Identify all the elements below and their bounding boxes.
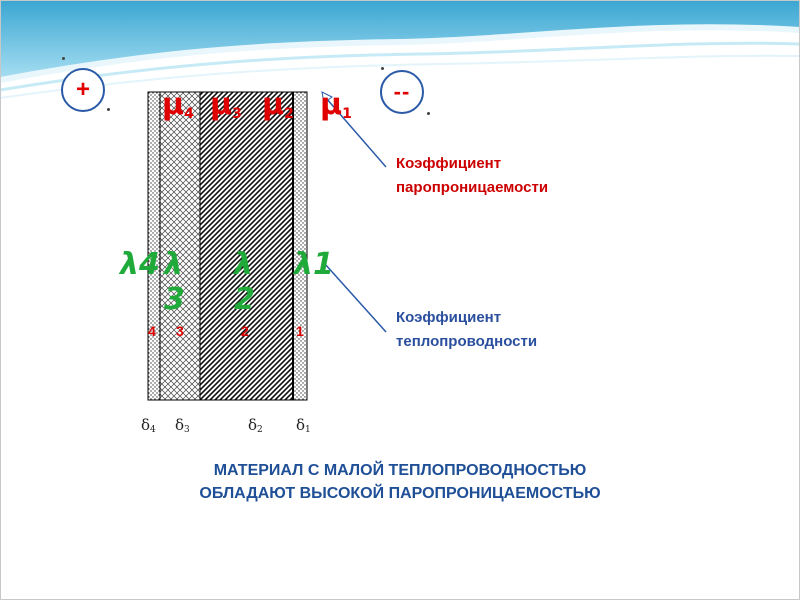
- minus-circle-icon: --: [380, 70, 424, 114]
- mu-2-label: μ2: [262, 87, 294, 122]
- vapor-permeability-label: Коэффициент паропроницаемости: [396, 155, 549, 196]
- lambda-2-label: λ: [234, 247, 253, 282]
- layer-4: [147, 91, 161, 401]
- thermal-leader-line: [324, 263, 387, 333]
- dot-marker: [107, 108, 110, 111]
- delta-4-label: δ4: [141, 416, 156, 435]
- conclusion-line-1: МАТЕРИАЛ С МАЛОЙ ТЕПЛОПРОВОДНОСТЬЮ: [213, 462, 587, 479]
- layer-index-4: 4: [148, 323, 156, 339]
- dot-marker: [62, 57, 65, 60]
- layer-2: [199, 91, 294, 401]
- mu-4-label: μ4: [162, 87, 194, 122]
- layer-1: [292, 91, 308, 401]
- mu-1-label: μ1: [320, 87, 352, 122]
- lambda-3-index: 3: [164, 282, 185, 317]
- delta-2-label: δ2: [248, 416, 263, 435]
- lambda-3-label: λ: [164, 247, 183, 282]
- delta-1-label: δ1: [296, 416, 311, 435]
- delta-3-label: δ3: [175, 416, 190, 435]
- conclusion-line-2: ОБЛАДАЮТ ВЫСОКОЙ ПАРОПРОНИЦАЕМОСТЬЮ: [199, 485, 601, 503]
- lambda-2-index: 2: [234, 282, 255, 317]
- layer-index-3: 3: [176, 323, 184, 339]
- dot-marker: [381, 67, 384, 70]
- lambda-1-label: λ1: [294, 247, 334, 282]
- layer-index-1: 1: [296, 323, 304, 339]
- vapor-arrowhead: [321, 91, 333, 104]
- conclusion-text: МАТЕРИАЛ С МАЛОЙ ТЕПЛОПРОВОДНОСТЬЮ ОБЛАД…: [140, 459, 660, 505]
- vapor-leader-line: [325, 97, 387, 168]
- layer-3: [159, 91, 201, 401]
- thermal-conductivity-label: Коэффициент теплопроводности: [396, 309, 538, 350]
- wave-header-decoration: [0, 0, 800, 99]
- lambda-4-label: λ4: [120, 247, 160, 282]
- mu-3-label: μ3: [210, 87, 242, 122]
- dot-marker: [427, 112, 430, 115]
- plus-circle-icon: +: [61, 68, 105, 112]
- layer-index-2: 2: [241, 323, 249, 339]
